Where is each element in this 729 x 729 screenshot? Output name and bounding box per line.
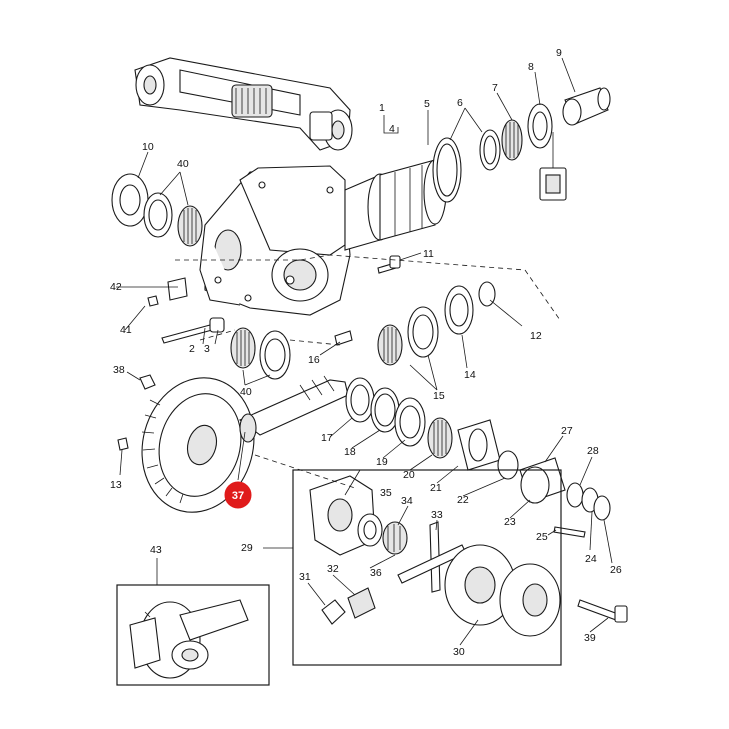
callout-12: 12 — [530, 330, 542, 342]
callout-13: 13 — [110, 479, 122, 491]
callout-28: 28 — [587, 445, 599, 457]
callout-36: 36 — [370, 567, 382, 579]
pinion-bearings — [230, 281, 496, 380]
axle-housing — [199, 159, 447, 316]
callout-42: 42 — [110, 281, 122, 293]
callout-9: 9 — [556, 47, 562, 59]
callout-43: 43 — [150, 544, 162, 556]
callout-33: 33 — [431, 509, 443, 521]
callout-41: 41 — [120, 324, 132, 336]
callout-25: 25 — [536, 531, 548, 543]
callout-8: 8 — [528, 61, 534, 73]
callout-24: 24 — [585, 553, 597, 565]
callout-3: 3 — [204, 343, 210, 355]
callout-7: 7 — [492, 82, 498, 94]
callout-31: 31 — [299, 571, 311, 583]
callout-11: 11 — [423, 248, 434, 260]
callout-15: 15 — [433, 390, 445, 402]
callout-6: 6 — [457, 97, 463, 109]
callout-19: 19 — [376, 456, 388, 468]
callout-26: 26 — [610, 564, 622, 576]
callout-20: 20 — [403, 469, 415, 481]
differential-group — [292, 469, 628, 666]
callout-10: 10 — [142, 141, 154, 153]
callout-22: 22 — [457, 494, 469, 506]
leader-lines — [116, 57, 613, 646]
callout-5: 5 — [424, 98, 430, 110]
highlighted-part-37: 37 — [224, 431, 252, 509]
small-fasteners — [117, 255, 401, 451]
callout-23: 23 — [504, 516, 516, 528]
pinion-shim-stack — [345, 377, 611, 538]
right-bearing-stack — [432, 87, 611, 203]
callout-30: 30 — [453, 646, 465, 658]
assembly-outlines — [175, 254, 561, 489]
callout-1: 1 — [379, 102, 385, 114]
callout-14: 14 — [464, 369, 476, 381]
callout-39: 39 — [584, 632, 596, 644]
left-bearing-stack — [111, 173, 203, 247]
callout-4: 4 — [389, 123, 395, 135]
callout-2: 2 — [189, 343, 195, 355]
callout-29: 29 — [241, 542, 253, 554]
highlight-label: 37 — [232, 490, 244, 502]
callout-35: 35 — [380, 487, 392, 499]
callout-40-upper: 40 — [177, 158, 189, 170]
callout-32: 32 — [327, 563, 339, 575]
callout-17: 17 — [321, 432, 333, 444]
highlight-badge — [224, 481, 252, 509]
assembled-differential-inset — [116, 584, 270, 686]
callout-27: 27 — [561, 425, 573, 437]
callout-40-lower: 40 — [240, 386, 252, 398]
callout-21: 21 — [430, 482, 442, 494]
callout-38: 38 — [113, 364, 125, 376]
callout-16: 16 — [308, 354, 320, 366]
crown-wheel-and-pinion — [141, 375, 349, 513]
callout-18: 18 — [344, 446, 356, 458]
axle-overview-thumbnail — [134, 57, 353, 151]
callout-labels: 1 2 3 4 5 6 7 8 9 10 11 12 13 14 15 16 1… — [110, 47, 622, 658]
callout-34: 34 — [401, 495, 413, 507]
